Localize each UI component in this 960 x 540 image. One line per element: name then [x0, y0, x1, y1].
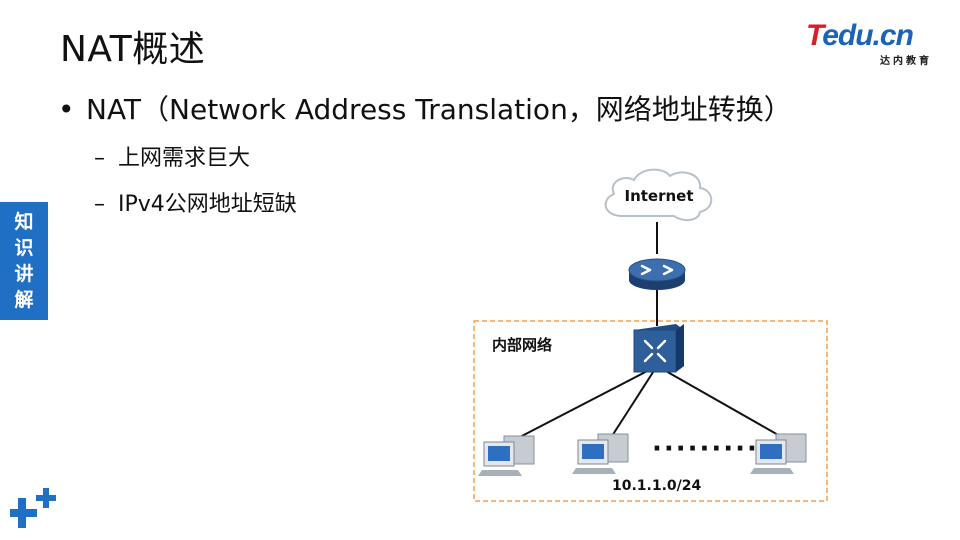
- computer-icon: [478, 435, 535, 476]
- computer-icon: [572, 433, 629, 474]
- subnet-label: 10.1.1.0/24: [612, 478, 702, 494]
- internet-label: Internet: [624, 187, 694, 205]
- slide-title: NAT概述: [60, 29, 206, 70]
- sub-item-text: 上网需求巨大: [118, 146, 251, 171]
- sub-item-text: IPv4公网地址短缺: [118, 192, 297, 217]
- sub-item: –上网需求巨大: [94, 144, 250, 174]
- logo-subtitle: 达内教育: [880, 56, 932, 67]
- knowledge-tab: 知 识 讲 解: [0, 202, 48, 320]
- more-hosts-ellipsis: ·········: [652, 434, 759, 464]
- lan-label: 内部网络: [492, 336, 553, 354]
- bullet-marker: •: [58, 93, 75, 126]
- tedu-logo: Tedu.cn 达内教育: [800, 20, 940, 68]
- dash-marker: –: [94, 192, 105, 217]
- computer-icon: [750, 433, 807, 474]
- main-bullet-text: NAT（Network Address Translation，网络地址转换）: [86, 93, 792, 126]
- router-icon: [628, 258, 686, 290]
- plus-icon: [10, 488, 56, 528]
- switch-icon: [633, 324, 684, 373]
- cloud-icon: [604, 168, 713, 222]
- logo-wordmark: Tedu.cn: [806, 19, 914, 52]
- sub-item: –IPv4公网地址短缺: [94, 190, 297, 220]
- main-bullet: • NAT（Network Address Translation，网络地址转换）: [58, 92, 792, 128]
- dash-marker: –: [94, 146, 105, 171]
